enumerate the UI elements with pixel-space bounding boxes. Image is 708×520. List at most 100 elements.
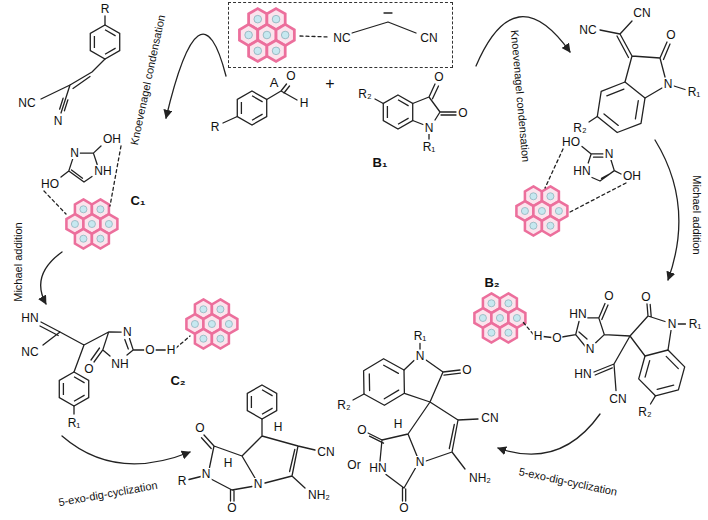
substituent-label: R₂ [572,122,587,134]
substituent-label: R [177,475,188,487]
reaction-arrow [498,414,600,454]
atom-label: CN [419,32,438,44]
atom-label: HO [561,136,581,148]
benzene-ring [247,385,276,419]
arrow-label: Knoevenagel condensation [509,28,532,163]
atom-label: N [122,326,133,338]
atom-label: O [226,502,237,514]
atom-label: N [585,343,596,355]
atom-label: NC [17,97,36,109]
atom-label: O [285,70,296,82]
substituent-label: R [210,121,221,133]
bond-lines [41,16,105,113]
atom-label: N [253,478,264,490]
bond-lines [353,344,478,502]
atom-label: O [194,422,205,434]
catalyst-cluster [474,293,525,342]
atom-label: H [166,344,177,356]
atom-label: H [273,421,284,433]
reaction-arrow [476,17,570,66]
atom-label: O [398,502,409,514]
atom-label: NC [332,32,351,44]
atom-label: CN [480,412,499,424]
atom-label: O [433,71,444,83]
atom-label: NH [93,165,112,177]
atom-label: N [53,115,64,127]
atom-label: HN [20,312,39,324]
atom-label: N [415,350,426,362]
arrow-label: Michael addition [691,174,702,256]
bond-lines [543,304,686,405]
catalyst-cluster [516,186,567,235]
atom-label: O [603,290,614,302]
dashed-box: NCCNA [228,2,453,68]
compound-label: B₁ [372,156,389,169]
atom-label: H [393,418,404,430]
benzene-ring [383,95,412,129]
atom-label: N [604,148,615,160]
hydrogen-bond [300,36,329,37]
atom-label: H [223,457,234,469]
reaction-arrow [166,34,226,118]
atom-label: N [663,78,674,90]
plus-sign: + [324,76,335,92]
atom-label: NH₂ [468,472,492,484]
substituent-label: R₁ [413,330,428,342]
benzene-ring [59,372,88,406]
atom-label: O [551,332,562,344]
reaction-arrow [41,252,62,304]
benzene-ring [237,91,266,125]
substituent-label: R₁ [67,417,82,429]
compound-label: C₁ [130,194,147,207]
atom-label: H [533,330,544,342]
atom-label: HN [573,368,592,380]
substituent-label: R₂ [357,88,372,100]
atom-label: CN [632,7,651,19]
substituent-label: R₂ [336,399,351,411]
atom-label: O [457,107,468,119]
atom-label: HN [568,308,587,320]
reaction-arrow [655,140,679,280]
atom-label: O [640,291,651,303]
atom-label: N [415,456,426,468]
benzene-ring [364,359,405,406]
bond-lines [40,322,166,414]
benzene-ring [597,82,645,133]
substituent-label: R₂ [637,406,652,418]
atom-label: OH [102,133,122,145]
atom-label: O [83,363,94,375]
bond-lines [375,84,456,139]
atom-label: OH [622,170,642,182]
catalyst-cluster [66,199,117,248]
atom-label: O [144,344,155,356]
substituent-label: R [100,3,111,15]
atom-label: O [665,29,676,41]
atom-label: O [356,424,367,436]
atom-label: NH₂ [307,489,331,501]
benzene-ring [639,350,685,396]
compound-label: B₂ [483,276,500,289]
connective-label: Or [346,459,361,471]
atom-label: HN [572,165,591,177]
atom-label: HO [40,178,60,190]
hydrogen-bond [176,336,190,348]
atom-label: NC [20,346,39,358]
atom-label: NH [110,358,129,370]
compound-label: C₂ [169,374,186,387]
hydrogen-bond [523,322,533,334]
bond-lines [589,21,685,122]
catalyst-cluster [186,299,237,348]
arrow-label: Michael addition [13,221,24,303]
arrow-label: 5-exo-dig-cyclization [517,466,619,498]
substituent-label: R₁ [422,141,437,153]
atom-label: CN [608,393,627,405]
malononitrile-bonds [352,13,416,33]
hydrogen-bond [545,149,626,212]
bond-lines [223,84,297,123]
atom-label: N [69,147,80,159]
catalyst-cluster [239,9,294,62]
atom-label: N [667,318,678,330]
substituent-label: R₁ [688,318,703,330]
